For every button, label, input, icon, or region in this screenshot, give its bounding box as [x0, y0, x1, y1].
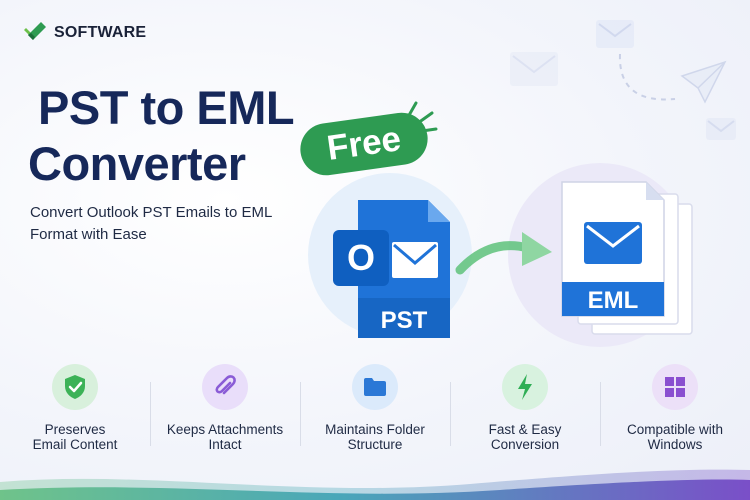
feature-icon-circle [202, 364, 248, 410]
feature-label: Preserves Email Content [32, 422, 118, 452]
pst-file-icon: PST O [333, 200, 450, 338]
windows-icon [665, 377, 685, 397]
feature-item: Fast & Easy Conversion [450, 362, 600, 462]
brand-logo: SOFTWARE [24, 22, 146, 44]
feature-item: Preserves Email Content [0, 362, 150, 462]
outlook-letter: O [347, 237, 375, 278]
feature-icon-circle [52, 364, 98, 410]
feature-label: Maintains Folder Structure [325, 422, 425, 452]
shield-check-icon [65, 375, 85, 399]
feature-label: Keeps Attachments Intact [166, 422, 284, 452]
feature-item: Maintains Folder Structure [300, 362, 450, 462]
bottom-wave [0, 469, 750, 500]
arrow-right-icon [455, 232, 552, 275]
feature-icon-circle [502, 364, 548, 410]
conversion-diagram: PST O EML [308, 163, 693, 347]
feature-item: Compatible with Windows [600, 362, 750, 462]
feature-icon-circle [352, 364, 398, 410]
feature-row: Preserves Email Content Keeps Attachment… [0, 362, 750, 462]
headline-line2: Converter [28, 137, 246, 190]
paperclip-icon [215, 375, 236, 395]
pst-file-label: PST [381, 307, 428, 334]
brand-logo-icon [24, 22, 46, 40]
feature-icon-circle [652, 364, 698, 410]
lightning-icon [518, 374, 532, 400]
headline-line1: PST to EML [38, 81, 295, 134]
feature-item: Keeps Attachments Intact [150, 362, 300, 462]
feature-label: Compatible with Windows [626, 422, 724, 452]
paper-plane-icon [680, 60, 727, 104]
envelope-icon [706, 118, 736, 140]
folder-icon [364, 378, 386, 396]
eml-file-label: EML [588, 287, 639, 314]
envelope-icon [510, 52, 558, 86]
brand-name: SOFTWARE [54, 24, 147, 41]
eml-file-icon: EML [561, 181, 693, 335]
envelope-icon [596, 20, 634, 48]
decorative-envelopes [510, 20, 736, 140]
subtitle: Convert Outlook PST Emails to EML Format… [30, 204, 272, 243]
feature-label: Fast & Easy Conversion [488, 422, 562, 452]
